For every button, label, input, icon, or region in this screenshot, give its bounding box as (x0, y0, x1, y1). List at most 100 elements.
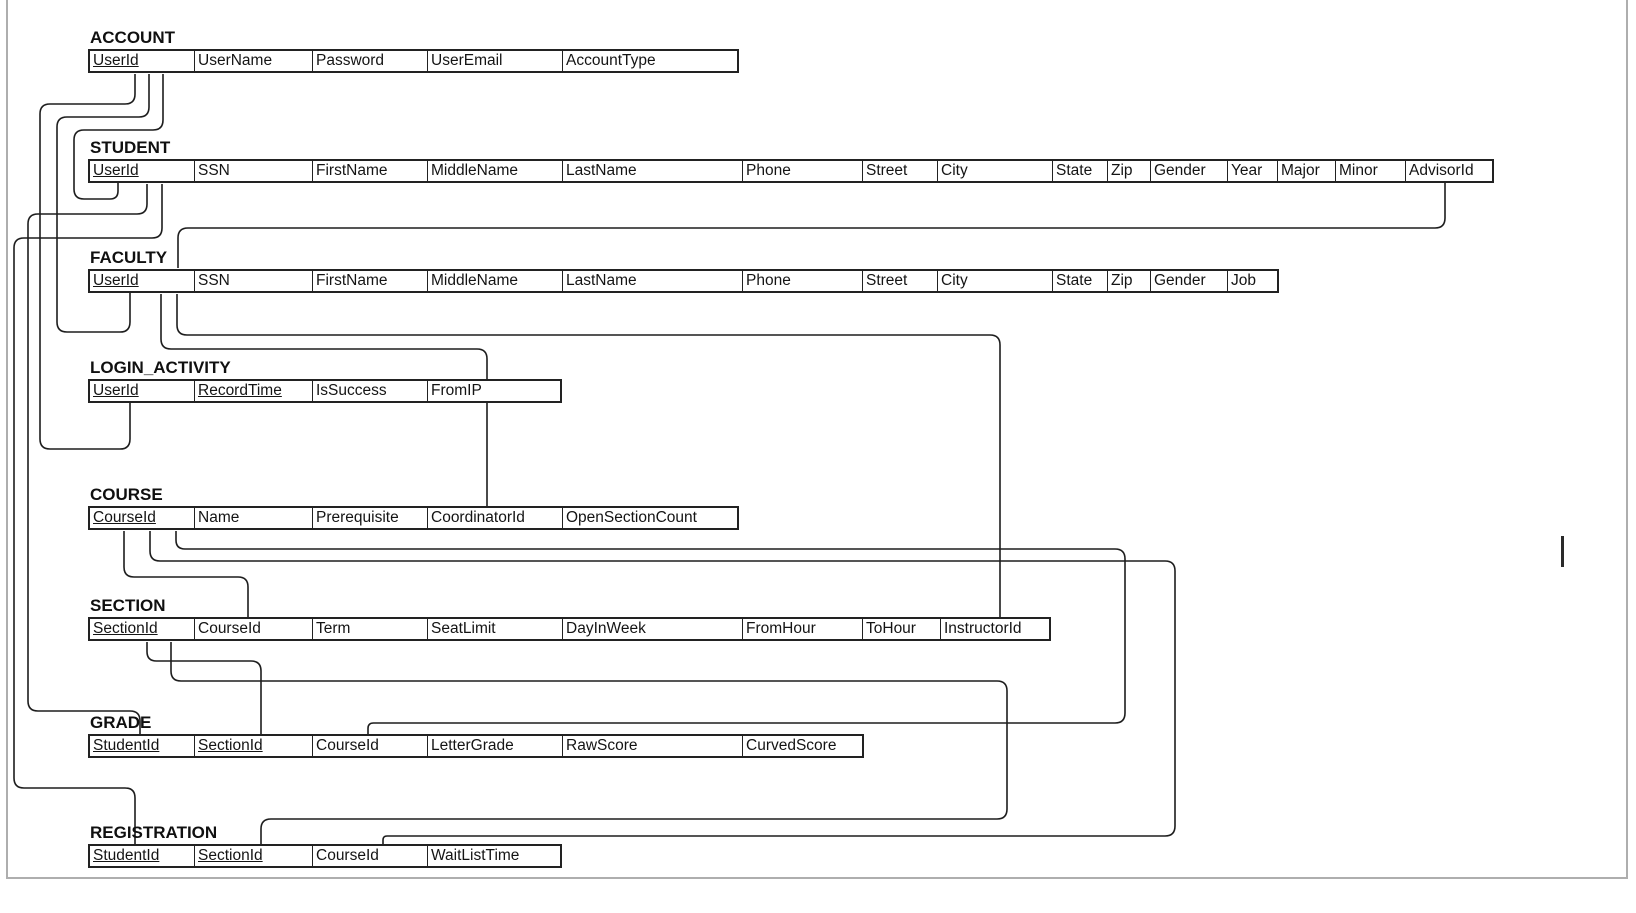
table-student-col-advisorid: AdvisorId (1405, 161, 1492, 181)
table-faculty-col-street: Street (862, 271, 937, 291)
table-login_activity-col-fromip: FromIP (427, 381, 560, 401)
column-label: UserId (93, 382, 139, 399)
column-label: CourseId (316, 737, 379, 754)
column-label: Password (316, 52, 385, 69)
table-login_activity-col-issuccess: IsSuccess (312, 381, 427, 401)
table-student-col-gender: Gender (1150, 161, 1227, 181)
table-course-col-coordinatorid: CoordinatorId (427, 508, 562, 528)
table-login_activity-col-recordtime: RecordTime (194, 381, 312, 401)
table-account-col-username: UserName (194, 51, 312, 71)
relationship-registration-courseid-to-course-courseid[interactable] (149, 531, 1176, 844)
column-label: RecordTime (198, 382, 282, 399)
relationship-section-instructorid-to-faculty-userid[interactable] (176, 294, 1001, 617)
table-login_activity-title: LOGIN_ACTIVITY (90, 358, 231, 377)
table-grade-row[interactable]: StudentId SectionId CourseId LetterGrade Raw… (88, 734, 864, 758)
column-label: Term (316, 620, 351, 637)
table-faculty-col-userid: UserId (90, 271, 194, 291)
column-label: Phone (746, 272, 791, 289)
table-student-col-firstname: FirstName (312, 161, 427, 181)
column-label: UserName (198, 52, 273, 69)
column-label: City (941, 162, 968, 179)
column-label: SectionId (93, 620, 158, 637)
table-faculty-title: FACULTY (90, 248, 168, 267)
column-label: DayInWeek (566, 620, 646, 637)
table-section-col-tohour: ToHour (862, 619, 940, 639)
column-label: LetterGrade (431, 737, 514, 754)
column-label: Minor (1339, 162, 1378, 179)
table-account-col-accounttype: AccountType (562, 51, 737, 71)
table-student-col-middlename: MiddleName (427, 161, 562, 181)
column-label: CourseId (316, 847, 379, 864)
column-label: Gender (1154, 272, 1206, 289)
column-label: Zip (1111, 272, 1133, 289)
relationship-student-advisorid-to-faculty-userid[interactable] (177, 183, 1446, 268)
column-label: Job (1231, 272, 1256, 289)
table-section-col-seatlimit: SeatLimit (427, 619, 562, 639)
column-label: Major (1281, 162, 1320, 179)
column-label: UserId (93, 162, 139, 179)
table-faculty-col-job: Job (1227, 271, 1277, 291)
table-grade-col-rawscore: RawScore (562, 736, 742, 756)
table-section-title: SECTION (90, 596, 166, 615)
table-course-col-name: Name (194, 508, 312, 528)
column-label: CoordinatorId (431, 509, 525, 526)
table-faculty-col-state: State (1052, 271, 1107, 291)
column-label: City (941, 272, 968, 289)
table-student-col-lastname: LastName (562, 161, 742, 181)
table-account-title: ACCOUNT (90, 28, 175, 47)
table-account-col-userid: UserId (90, 51, 194, 71)
relationship-faculty-userid-to-account-userid[interactable] (56, 74, 150, 333)
table-registration-col-courseid: CourseId (312, 846, 427, 866)
table-registration-row[interactable]: StudentId SectionId CourseId WaitListTime (88, 844, 562, 868)
page-border-right (1626, 0, 1628, 879)
column-label: ToHour (866, 620, 916, 637)
scrollbar-thumb[interactable] (1561, 536, 1564, 567)
relationship-grade-sectionid-to-section-sectionid[interactable] (146, 642, 262, 734)
column-label: Street (866, 162, 908, 179)
table-account-col-password: Password (312, 51, 427, 71)
column-label: SectionId (198, 737, 263, 754)
table-student-col-major: Major (1277, 161, 1335, 181)
column-label: CurvedScore (746, 737, 837, 754)
column-label: Year (1231, 162, 1263, 179)
column-label: InstructorId (944, 620, 1022, 637)
column-label: SectionId (198, 847, 263, 864)
column-label: FirstName (316, 272, 388, 289)
column-label: WaitListTime (431, 847, 520, 864)
column-label: MiddleName (431, 162, 519, 179)
column-label: Gender (1154, 162, 1206, 179)
page-border-bottom (6, 877, 1627, 879)
column-label: StudentId (93, 847, 160, 864)
table-student-col-phone: Phone (742, 161, 862, 181)
column-label: Zip (1111, 162, 1133, 179)
column-label: FromIP (431, 382, 482, 399)
table-section-col-sectionid: SectionId (90, 619, 194, 639)
table-faculty-col-city: City (937, 271, 1052, 291)
table-faculty-col-ssn: SSN (194, 271, 312, 291)
column-label: CourseId (93, 509, 156, 526)
table-student-col-year: Year (1227, 161, 1277, 181)
table-registration-col-sectionid: SectionId (194, 846, 312, 866)
table-section-col-term: Term (312, 619, 427, 639)
column-label: StudentId (93, 737, 160, 754)
column-label: RawScore (566, 737, 638, 754)
column-label: Prerequisite (316, 509, 399, 526)
column-label: LastName (566, 162, 637, 179)
column-label: FirstName (316, 162, 388, 179)
table-student-col-zip: Zip (1107, 161, 1150, 181)
column-label: MiddleName (431, 272, 519, 289)
table-student-col-userid: UserId (90, 161, 194, 181)
table-grade-col-lettergrade: LetterGrade (427, 736, 562, 756)
table-section-col-instructorid: InstructorId (940, 619, 1049, 639)
table-grade-col-courseid: CourseId (312, 736, 427, 756)
table-section-col-dayinweek: DayInWeek (562, 619, 742, 639)
column-label: CourseId (198, 620, 261, 637)
